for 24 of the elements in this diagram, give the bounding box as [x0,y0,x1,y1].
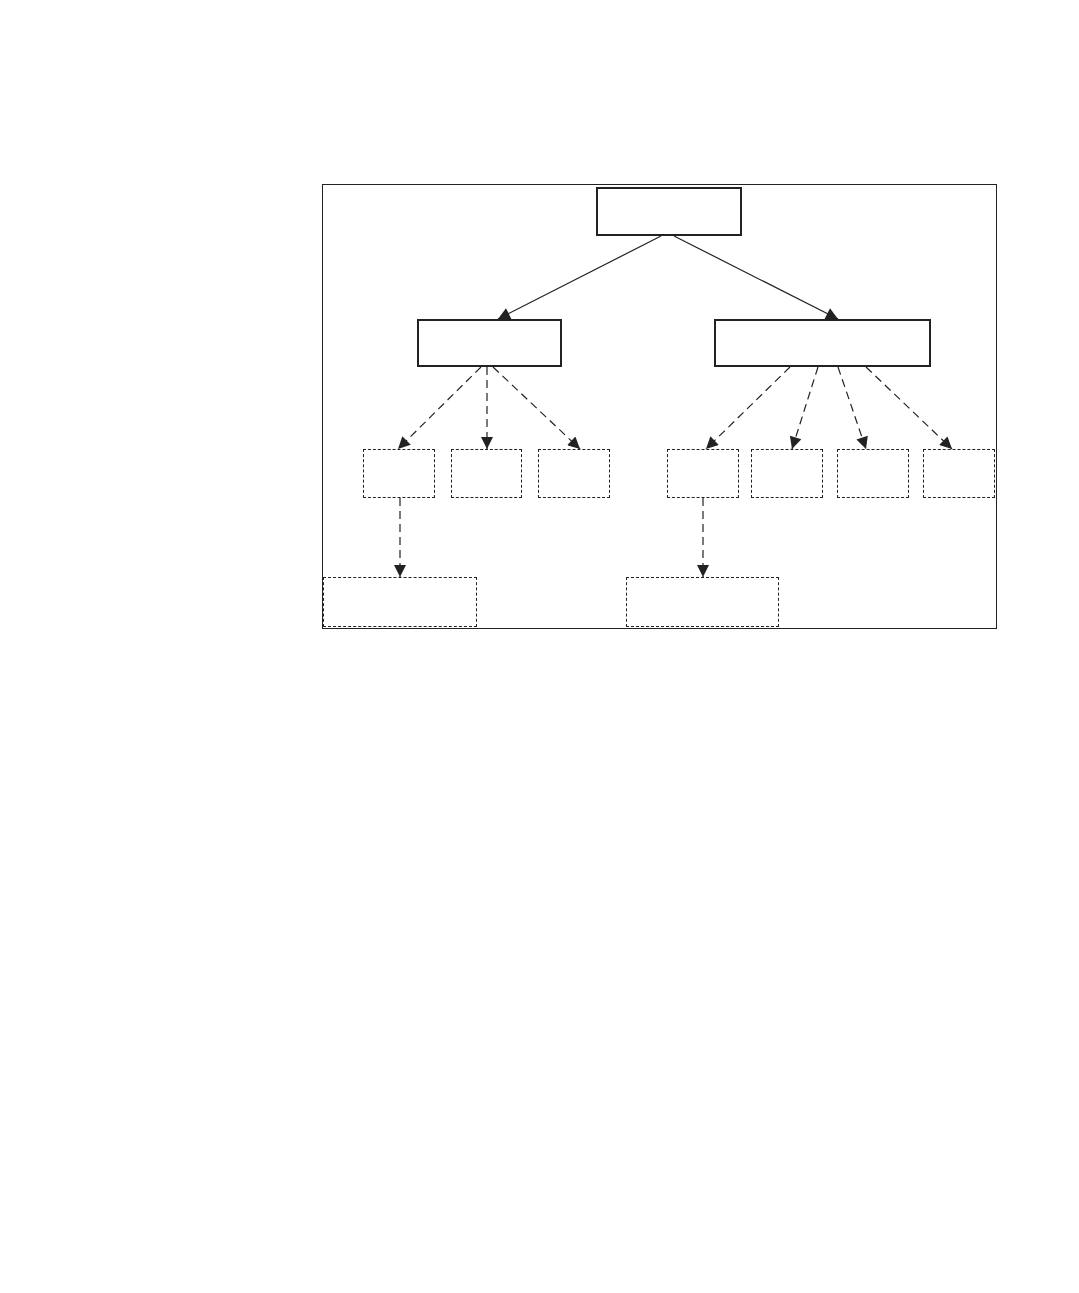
arrow [397,366,482,450]
arrow [497,235,662,320]
diagram-frame [322,184,997,629]
box [714,319,931,367]
arrow [697,497,709,578]
arrow [394,497,406,578]
box [596,187,742,236]
dashed-box [923,449,995,498]
arrow [865,366,953,450]
arrow [673,235,839,320]
dashed-box [451,449,522,498]
arrow [481,366,493,450]
dashed-box [538,449,610,498]
dashed-box [667,449,739,498]
dashed-box [626,577,779,627]
arrow [837,366,868,450]
dashed-box [323,577,477,627]
arrow [789,366,819,450]
arrow [705,366,791,450]
dashed-box [837,449,909,498]
arrow [492,366,581,450]
box [417,319,562,367]
dashed-box [751,449,823,498]
dashed-box [363,449,435,498]
